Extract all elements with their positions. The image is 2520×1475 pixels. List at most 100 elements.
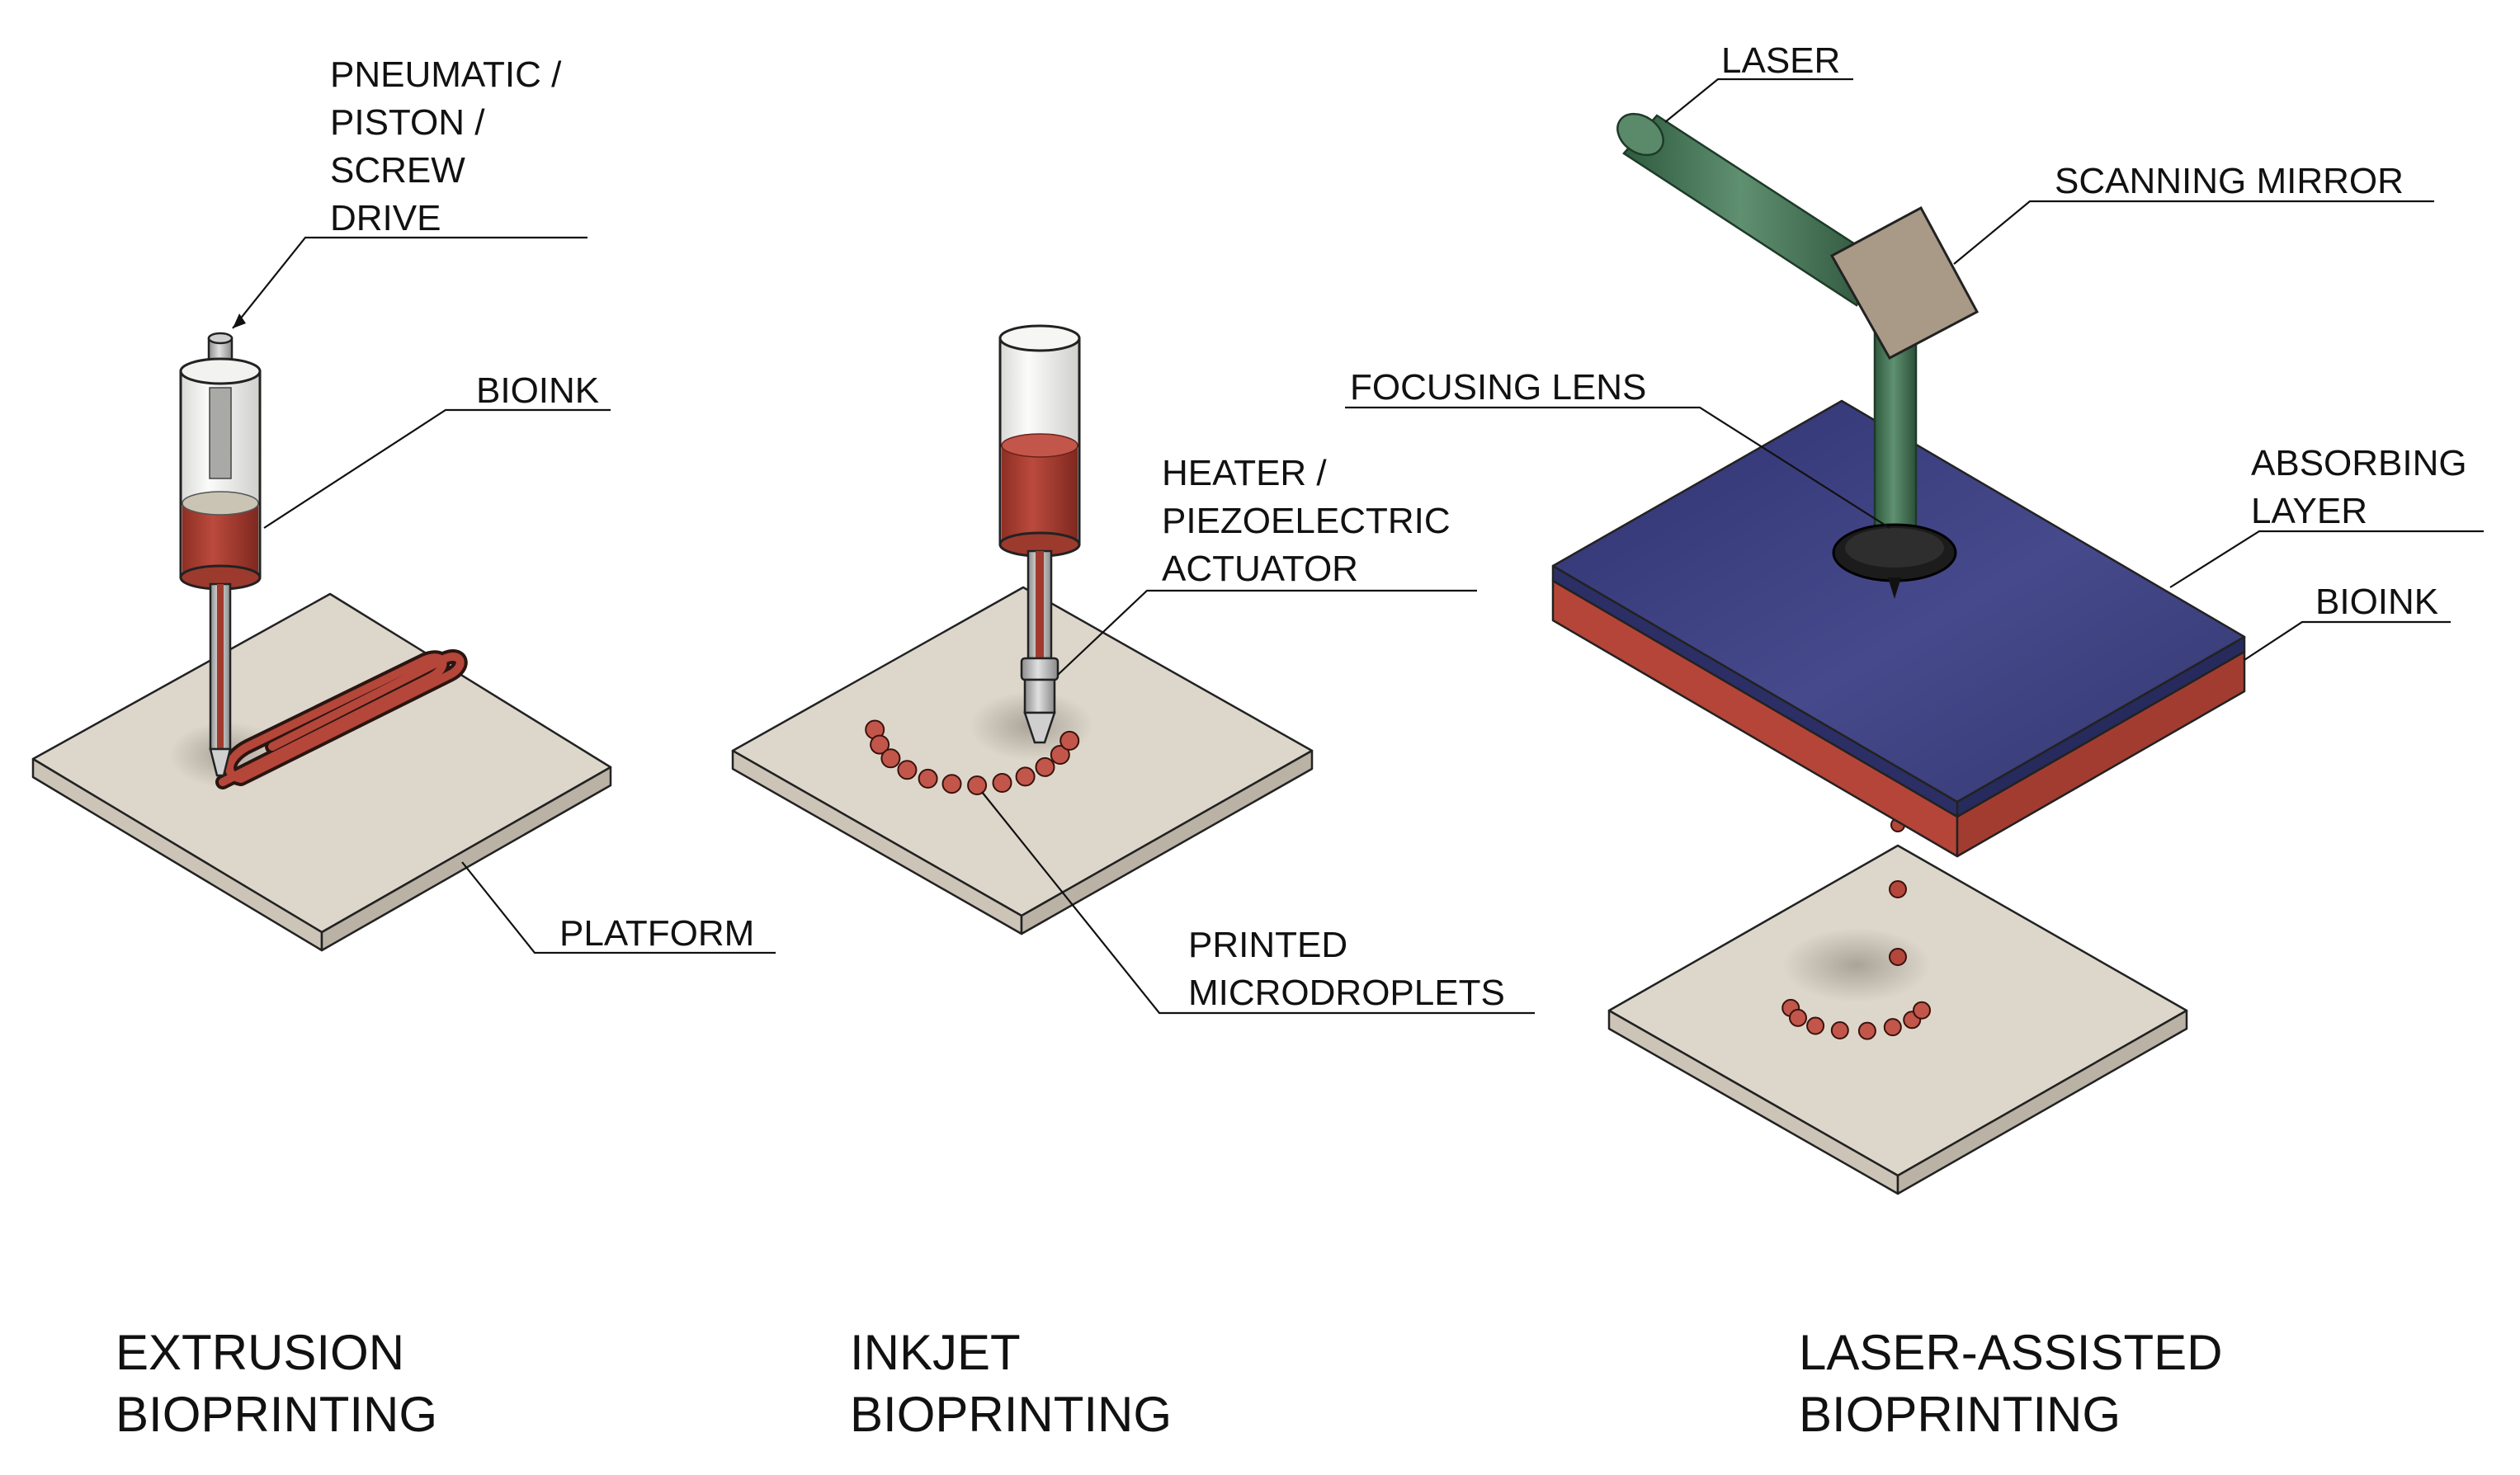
bioink-label: BIOINK — [476, 370, 599, 411]
droplets — [865, 719, 1080, 795]
actuator-body — [1023, 678, 1056, 714]
syringe-plunger — [209, 387, 232, 479]
bioink-leader — [263, 408, 611, 529]
piston-rod-top — [207, 332, 234, 345]
platform-right-side — [1020, 749, 1314, 935]
laser-bioink-leader — [2244, 620, 2451, 661]
drive-arrowhead — [233, 313, 246, 328]
inkjet-caption: INKJET BIOPRINTING — [850, 1325, 1172, 1442]
platform-right-side — [320, 766, 612, 952]
inkjet-platform — [731, 586, 1314, 935]
drive-label-line-2: PISTON / — [330, 102, 485, 143]
actuator-ring — [1020, 657, 1059, 681]
extrusion-caption: EXTRUSION BIOPRINTING — [116, 1325, 437, 1442]
extrusion-caption-line-1: EXTRUSION — [116, 1325, 404, 1380]
beam-end-cap — [1616, 112, 1664, 157]
falling-droplet — [1889, 948, 1907, 966]
droplet-icon — [870, 734, 890, 755]
inkjet-needle-ink — [1036, 551, 1044, 658]
laser-beam-icon — [1616, 112, 1918, 554]
laser-labels: LASER SCANNING MIRROR FOCUSING LENS ABSO… — [1345, 40, 2484, 661]
lens-highlight — [1845, 528, 1944, 568]
extrusion-labels: PNEUMATIC / PISTON / SCREW DRIVE BIOINK … — [232, 54, 776, 954]
bioink-surface — [182, 491, 259, 516]
droplet-icon — [1857, 1021, 1876, 1040]
laser-droplets — [1781, 998, 1931, 1040]
extrusion-group: PNEUMATIC / PISTON / SCREW DRIVE BIOINK … — [31, 54, 776, 1442]
lens-focus — [1888, 577, 1901, 599]
donor-slide — [1551, 399, 2246, 858]
droplet-icon — [880, 748, 901, 769]
inkjet-tip — [1023, 711, 1056, 744]
droplet-icon — [1035, 756, 1055, 777]
drive-label-line-3: SCREW — [330, 150, 465, 191]
drive-leader — [232, 236, 588, 329]
droplets-label-line-1: PRINTED — [1188, 925, 1347, 965]
extrusion-caption-line-2: BIOPRINTING — [116, 1387, 437, 1442]
absorbing-leader — [2169, 530, 2484, 588]
printed-filament-core — [219, 653, 465, 786]
droplets-leader — [981, 791, 1535, 1015]
inkjet-labels: HEATER / PIEZOELECTRIC ACTUATOR PRINTED … — [981, 453, 1535, 1015]
droplet-icon — [1050, 745, 1070, 765]
droplets-label: PRINTED MICRODROPLETS — [1188, 925, 1505, 1013]
platform-label: PLATFORM — [559, 913, 754, 954]
actuator-label-line-3: ACTUATOR — [1162, 549, 1358, 589]
droplets-label-line-2: MICRODROPLETS — [1188, 973, 1505, 1013]
droplet-icon — [1830, 1021, 1849, 1039]
laser-platform — [1607, 844, 2188, 1195]
drive-label-line-1: PNEUMATIC / — [330, 54, 562, 95]
inkjet-nozzle-icon — [998, 324, 1081, 744]
laser-label: LASER — [1721, 40, 1840, 81]
droplet-icon — [992, 773, 1012, 793]
droplet-icon — [1913, 1001, 1931, 1020]
drive-label: PNEUMATIC / PISTON / SCREW DRIVE — [330, 54, 572, 238]
reservoir-bioink — [1002, 445, 1078, 544]
droplet-icon — [967, 775, 988, 795]
actuator-label-line-1: HEATER / — [1162, 453, 1327, 493]
inkjet-caption-line-2: BIOPRINTING — [850, 1387, 1172, 1442]
reflected-beam — [1873, 328, 1918, 554]
lens-leader — [1345, 406, 1890, 529]
platform-top — [31, 592, 612, 934]
laser-caption: LASER-ASSISTED BIOPRINTING — [1799, 1325, 2236, 1442]
syringe-top-rim — [179, 357, 262, 385]
absorbing-layer-top — [1551, 399, 2246, 803]
platform-leader — [461, 861, 776, 954]
reservoir-top-rim — [998, 324, 1081, 352]
platform-right-side — [1896, 1009, 2188, 1195]
droplet-icon — [1059, 730, 1080, 751]
actuator-label-line-2: PIEZOELECTRIC — [1162, 501, 1451, 541]
needle-ink — [217, 584, 224, 749]
mirror-icon — [1829, 205, 1980, 361]
absorbing-label-line-1: ABSORBING — [2251, 443, 2467, 483]
laser-bioink-label: BIOINK — [2315, 582, 2438, 622]
extrusion-platform — [31, 592, 612, 952]
needle-tip — [209, 747, 232, 777]
droplet-icon — [1015, 766, 1036, 787]
laser-leader — [1664, 78, 1853, 123]
falling-droplet — [1889, 880, 1907, 898]
mirror-label: SCANNING MIRROR — [2055, 161, 2404, 201]
reservoir-ink-surface — [1001, 433, 1078, 458]
actuator-leader — [1057, 589, 1477, 676]
laser-group: LASER SCANNING MIRROR FOCUSING LENS ABSO… — [1345, 40, 2484, 1442]
lens-label: FOCUSING LENS — [1350, 367, 1646, 408]
droplet-icon — [918, 768, 938, 789]
absorbing-label-line-2: LAYER — [2251, 491, 2367, 531]
deposit-shadow — [1782, 928, 1931, 1002]
droplet-icon — [1883, 1018, 1902, 1037]
inkjet-group: HEATER / PIEZOELECTRIC ACTUATOR PRINTED … — [731, 324, 1535, 1442]
lens-icon — [1832, 523, 1957, 599]
mirror-leader — [1953, 200, 2434, 265]
actuator-label: HEATER / PIEZOELECTRIC ACTUATOR — [1162, 453, 1461, 589]
syringe-icon — [179, 332, 262, 777]
droplet-icon — [941, 774, 962, 794]
laser-caption-line-2: BIOPRINTING — [1799, 1387, 2121, 1442]
droplet-icon — [897, 760, 918, 780]
drive-label-line-4: DRIVE — [330, 198, 441, 238]
droplet-icon — [1806, 1016, 1825, 1035]
absorbing-label: ABSORBING LAYER — [2251, 443, 2477, 531]
inkjet-caption-line-1: INKJET — [850, 1325, 1020, 1380]
